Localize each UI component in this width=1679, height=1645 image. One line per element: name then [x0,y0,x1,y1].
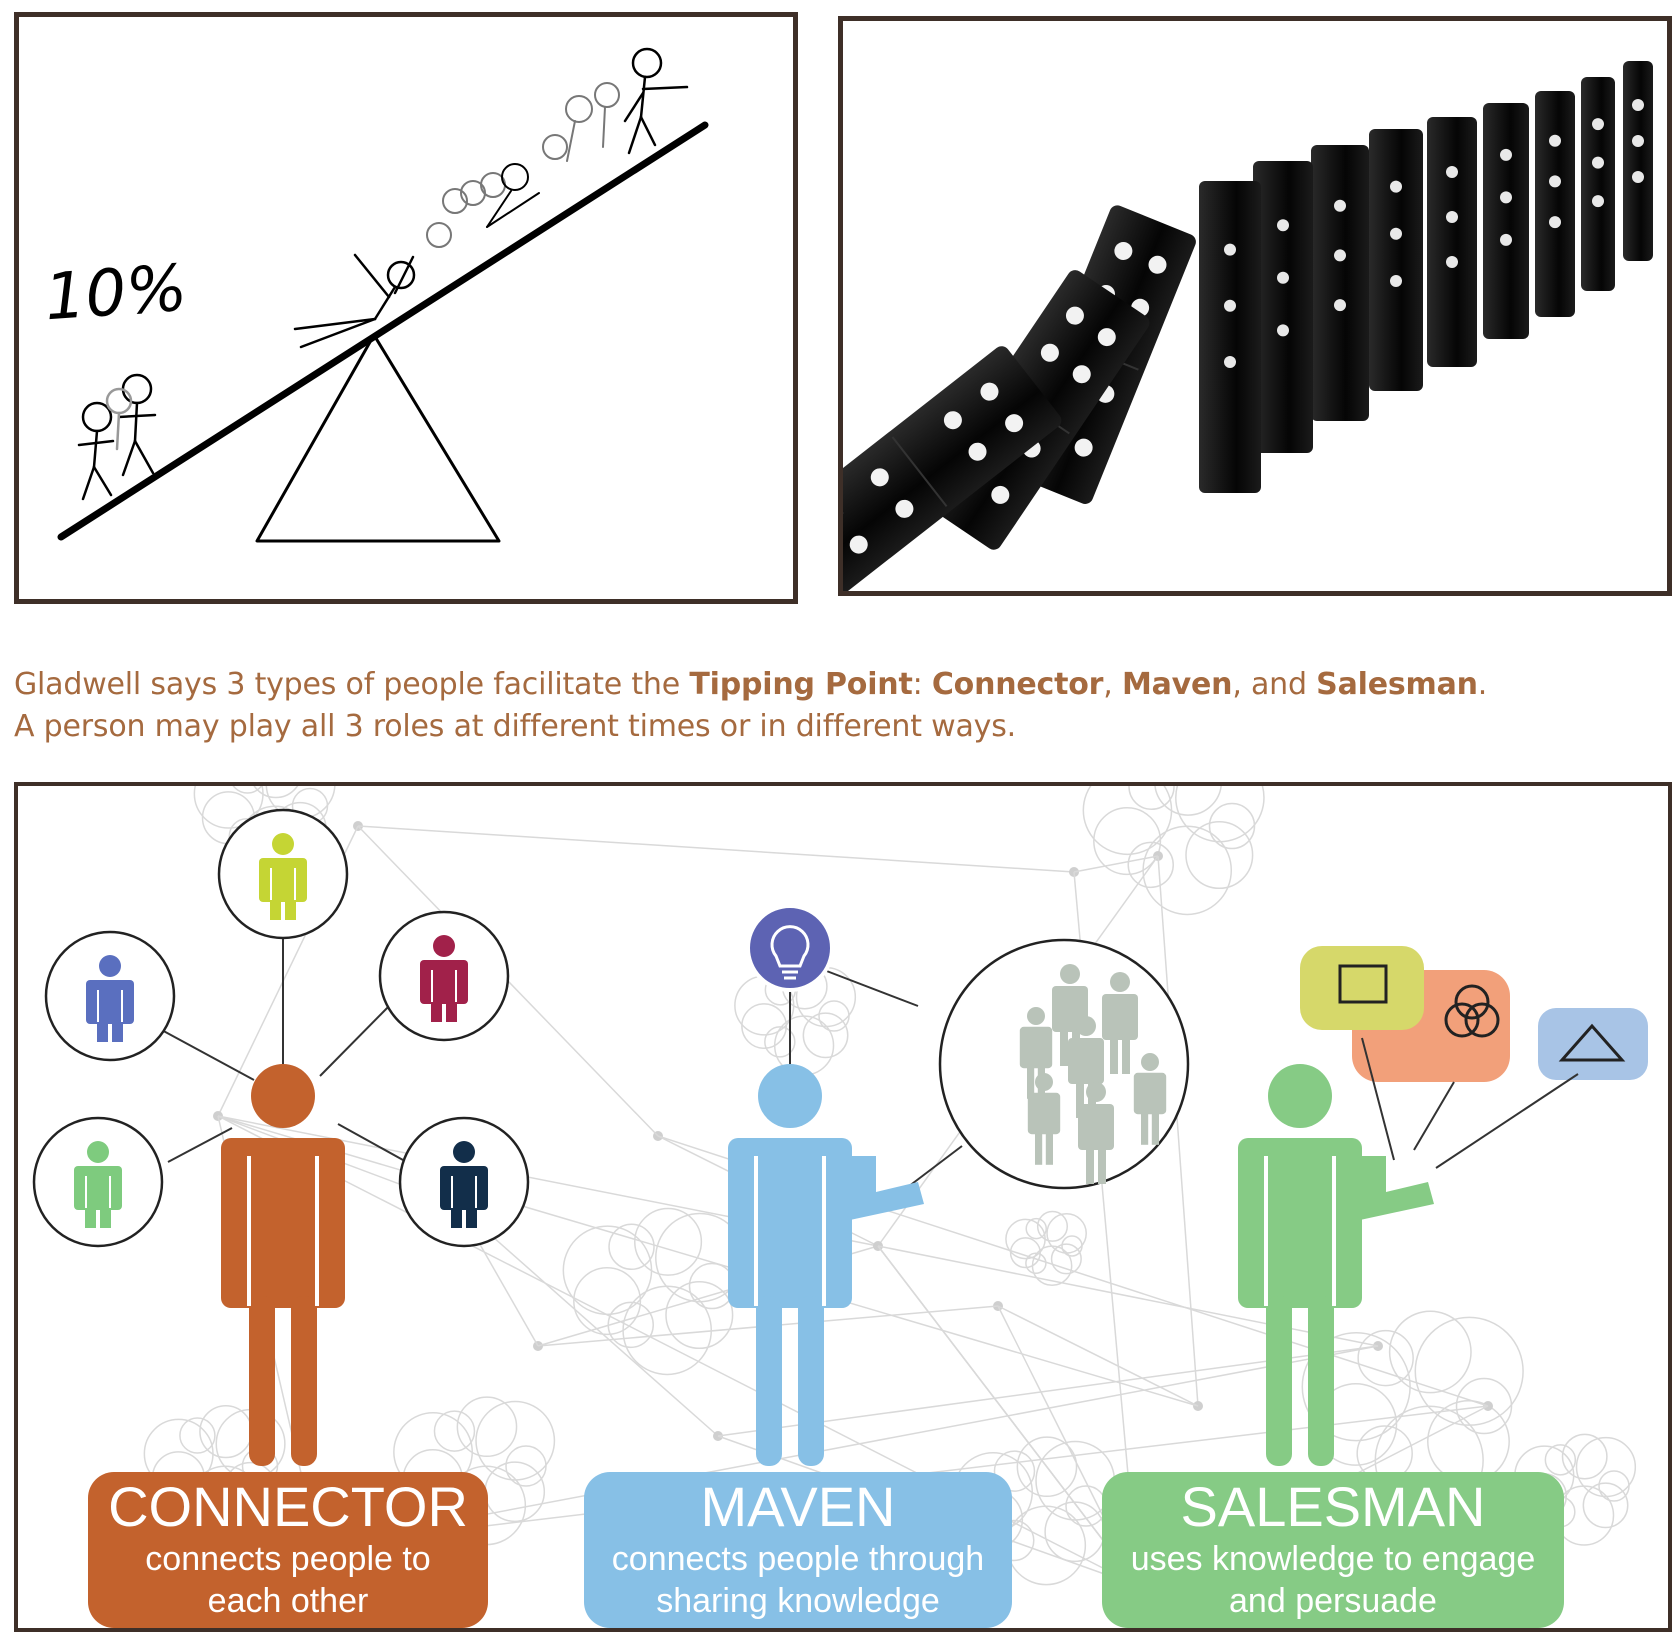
dominoes-photo-panel [838,16,1672,596]
lightbulb-badge [746,904,834,992]
crowd-person [1027,1073,1061,1165]
sliding-figures-trail [426,82,620,248]
seesaw-plank [57,121,709,541]
triangle-bubble [1538,1008,1648,1080]
standing-figures-left [77,373,157,501]
connector-group [32,808,530,1466]
caption-intro: Gladwell says 3 types of people facilita… [14,667,690,702]
domino [1369,129,1423,391]
square-bubble [1300,946,1424,1030]
domino [1623,61,1653,261]
domino [1535,91,1575,317]
roles-diagram [32,786,1648,1591]
caption-comma: , [1103,667,1122,702]
domino [1483,103,1529,339]
maven-person-figure [728,1064,924,1466]
salesman-desc-line1: uses knowledge to engage [1130,1540,1536,1578]
domino [1253,161,1313,453]
square-icon [1338,964,1388,1004]
salesman-person-figure [1238,1064,1434,1466]
seesaw-illustration: 10% [42,47,709,543]
top-figure [623,47,689,155]
domino [1427,117,1477,367]
crowd-icon [1019,964,1167,1184]
caption-period: . [1477,667,1488,702]
caption-and: , and [1232,667,1317,702]
salesman-label-box: SALESMAN uses knowledge to engage and pe… [1102,1472,1564,1628]
roles-diagram-panel: CONNECTOR connects people to each other … [14,782,1672,1632]
caption-colon: : [912,667,932,702]
falling-dominoes-icon [843,61,1653,591]
domino [1581,77,1615,291]
caption-line-2: A person may play all 3 roles at differe… [14,709,1016,744]
seesaw-illustration-panel: 10% [14,12,798,604]
connector-label-box: CONNECTOR connects people to each other [88,1472,488,1628]
term-connector: Connector [931,667,1104,702]
maven-group [728,904,1190,1466]
term-tipping-point: Tipping Point [689,667,913,702]
caption-text: Gladwell says 3 types of people facilita… [14,664,1664,748]
crowd-person [1078,1082,1114,1184]
person-icon-crimson [420,935,468,1022]
percent-label: 10% [42,252,189,336]
salesman-group [1238,946,1648,1466]
connector-title: CONNECTOR [108,1475,468,1538]
person-icon-blue [86,955,134,1042]
domino-falling [843,346,1062,591]
venn-icon [1444,984,1500,1038]
salesman-title: SALESMAN [1180,1475,1486,1538]
crowd-person [1133,1053,1167,1145]
maven-desc-line2: sharing knowledge [656,1582,940,1620]
maven-title: MAVEN [700,1475,896,1538]
crowd-person [1102,972,1138,1074]
triangle-icon [1558,1023,1626,1062]
salesman-desc-line2: and persuade [1229,1582,1437,1620]
maven-label-box: MAVEN connects people through sharing kn… [584,1472,1012,1628]
person-icon-green [74,1141,122,1228]
connector-desc-line2: each other [207,1582,369,1620]
person-icon-navy [440,1141,488,1228]
term-maven: Maven [1121,667,1233,702]
caption-line-1: Gladwell says 3 types of people facilita… [14,664,1664,706]
domino [1311,145,1369,421]
person-icon-lime [259,833,307,920]
lightbulb-icon [770,925,810,980]
domino [1199,181,1261,493]
connector-person-figure [221,1064,345,1466]
term-salesman: Salesman [1316,667,1478,702]
fulcrum-triangle [255,333,501,543]
maven-desc-line1: connects people through [611,1540,985,1578]
domino-row [843,61,1653,591]
sliding-figure [293,253,416,349]
connector-desc-line1: connects people to [145,1540,431,1578]
